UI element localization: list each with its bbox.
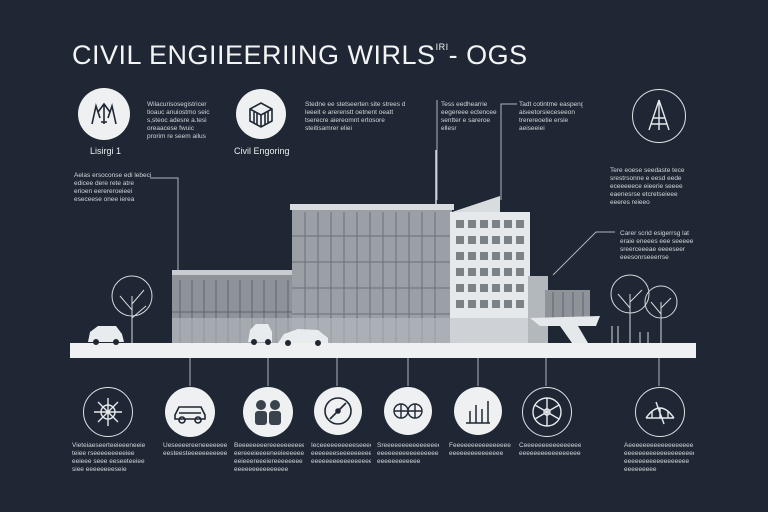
gauge-dial-icon <box>314 387 362 435</box>
callout-leader-lines <box>150 100 615 276</box>
people-icon <box>243 387 293 437</box>
bar-chart-icon <box>454 387 502 435</box>
compass-cross-icon <box>83 387 133 437</box>
car-icon <box>165 387 215 437</box>
wheel-spokes-icon <box>522 387 572 437</box>
cars <box>88 324 328 343</box>
title-main: CIVIL ENGIIEERIING WIRLS <box>72 40 436 70</box>
bottom-connectors <box>189 358 660 386</box>
bridge-arch-icon <box>635 387 685 437</box>
ground-strip <box>70 343 696 358</box>
title-superscript: IRI <box>435 42 449 52</box>
globe-grid-icon <box>384 387 432 435</box>
top-label-1: Lisirgi 1 <box>90 146 122 156</box>
bottom-text-2: Ueseeeereeneeeeeeeseeesteesteeeeeeeeeee <box>163 442 227 457</box>
hands-structure-icon <box>78 88 130 140</box>
title-tail: - OGS <box>448 40 528 70</box>
crate-box-icon <box>236 89 286 139</box>
infographic-title: CIVIL ENGIIEERIING WIRLSIRI- OGS <box>72 40 528 71</box>
top-label-2: Civil Engoring <box>234 146 290 156</box>
tower-triangle-icon <box>632 89 686 143</box>
